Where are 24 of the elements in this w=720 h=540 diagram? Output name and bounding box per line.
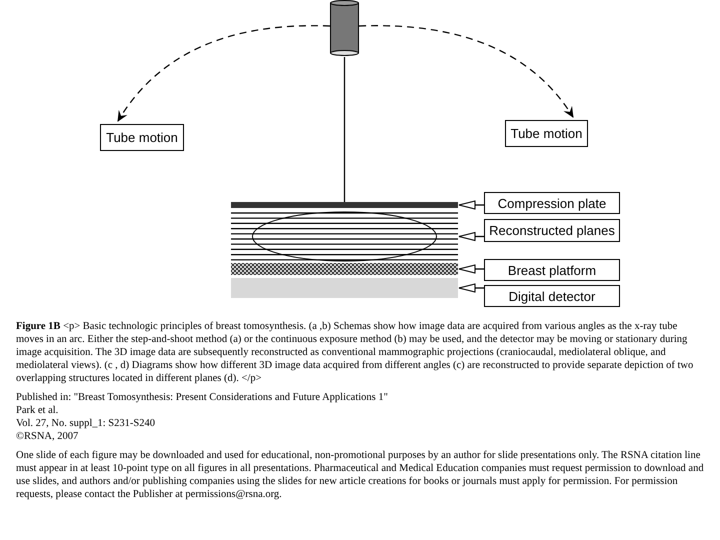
label-box: Compression plate bbox=[484, 192, 620, 214]
figure-caption: Figure 1B <p> Basic technologic principles of breast tomosynthesis. (a ,b) Schemas show how image data are acquired from various angles as the x-ray tube moves in an arc. Either the step-and-shoot method (a) or the continuous exposure method (b) may be used, and the detector may be moving or stationary during image acquisition. The 3D image data are subsequently reconstructed as conventional mammographic projections (craniocaudal, mediolateral oblique, and mediolateral views). (c , d) Diagrams show how different 3D image data acquired from different angles (c) are reconstructed to provide separate depiction of two overlapping structures located in different planes (d). </p> bbox=[16, 320, 694, 385]
permission-notice: One slide of each figure may be downloaded and used for educational, non-promotional purposes by an author for slide presentations only. The RSNA citation line must appear in at least 10-point type on all figures in all presentations. Pharmaceutical and Medical Education companies must request permission to download and use slides, and authors and/or publishing companies using the slides for new article creations for books or journals must apply for permission. For permission requests, please contact the Publisher at permissions@rsna.org. bbox=[16, 449, 705, 501]
connector-line bbox=[344, 57, 346, 202]
label-box: Tube motion bbox=[100, 124, 184, 151]
label-box: Digital detector bbox=[484, 285, 620, 307]
pointer-arrow bbox=[458, 284, 484, 292]
reconstructed-planes-drawing bbox=[231, 211, 458, 262]
citation-line: Vol. 27, No. suppl_1: S231-S240 bbox=[16, 417, 156, 430]
pointer-arrow bbox=[458, 264, 484, 274]
layer-bar bbox=[231, 202, 458, 208]
layer-bar bbox=[231, 263, 458, 275]
citation-line: Park et al. bbox=[16, 404, 60, 417]
x-ray-tube-drawing bbox=[330, 0, 359, 57]
citation-line: Published in: "Breast Tomosynthesis: Present Considerations and Future Applications 1" bbox=[16, 391, 389, 404]
label-box: Reconstructed planes bbox=[484, 219, 620, 242]
label-box: Breast platform bbox=[484, 259, 620, 281]
pointer-arrow bbox=[458, 200, 484, 210]
citation-line: ©RSNA, 2007 bbox=[16, 430, 80, 443]
motion-arrow bbox=[117, 25, 330, 122]
pointer-arrow bbox=[458, 232, 484, 241]
motion-arrow bbox=[359, 25, 574, 118]
layer-bar bbox=[231, 278, 458, 298]
label-box: Tube motion bbox=[505, 120, 588, 147]
